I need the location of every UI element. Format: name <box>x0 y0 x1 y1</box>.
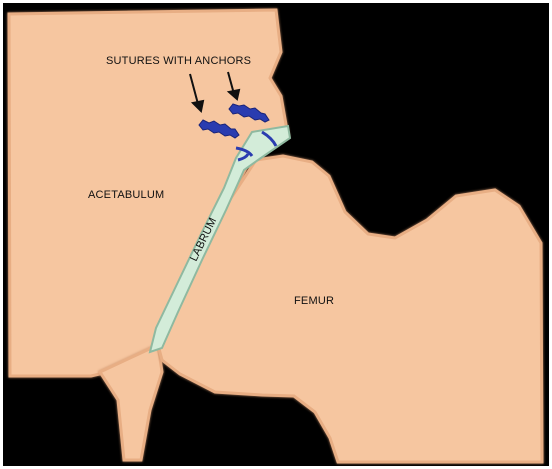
acetabulum-label: ACETABULUM <box>88 189 164 201</box>
femur-label: FEMUR <box>294 295 334 307</box>
sutures-label: SUTURES WITH ANCHORS <box>106 55 251 67</box>
